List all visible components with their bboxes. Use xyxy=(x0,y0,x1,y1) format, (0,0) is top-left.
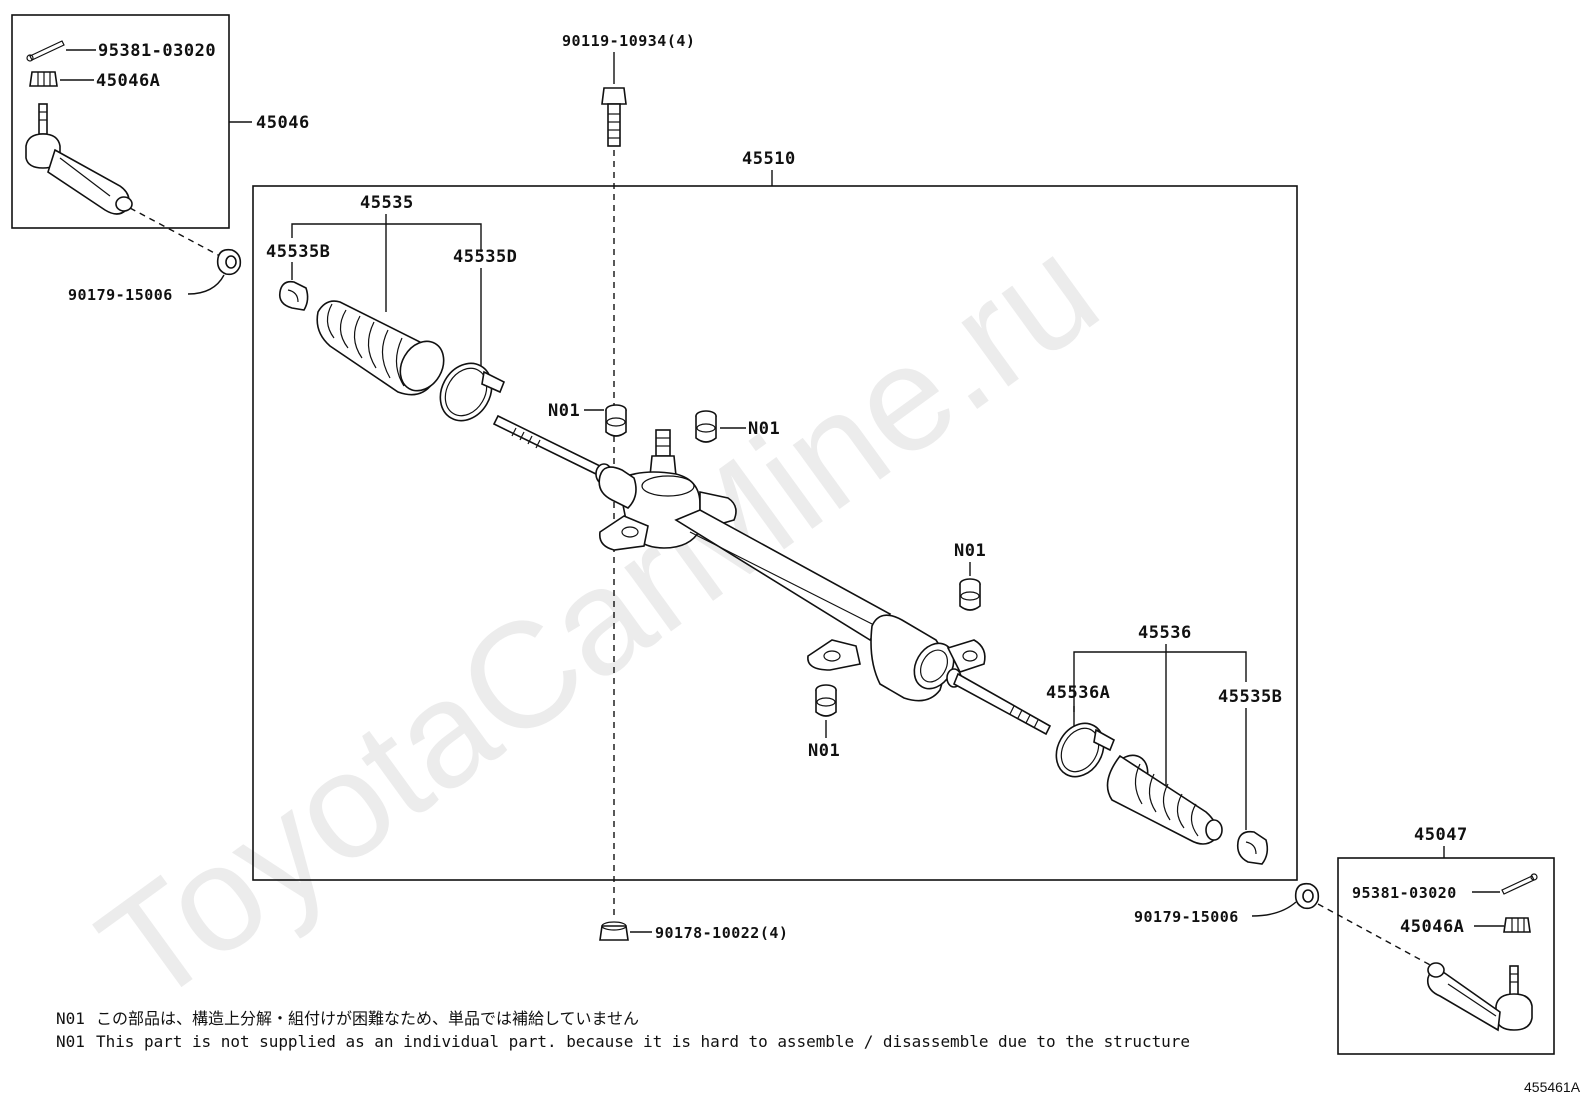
castle-nut-lh-icon xyxy=(29,71,58,87)
tie-rod-end-rh-group: 45047 95381-03020 45046A xyxy=(1337,825,1555,1055)
cotter-pin-rh-icon xyxy=(1501,873,1538,895)
clip-lh-icon xyxy=(278,280,309,311)
clamp-rh-label: 45536A xyxy=(1046,683,1110,703)
clip-rh-icon xyxy=(1236,830,1269,865)
boot-lh-icon xyxy=(316,300,445,396)
washer-rh-icon xyxy=(1294,882,1320,910)
cotter-pin-lh-label: 95381-03020 xyxy=(98,41,216,61)
inner-tie-rod-rh-icon xyxy=(946,668,1052,736)
bushing-2-icon xyxy=(695,410,717,443)
watermark: ToyotaCarMine.ru xyxy=(70,204,1126,1036)
bushing-3-label: N01 xyxy=(954,541,986,561)
castle-nut-rh-icon xyxy=(1503,917,1531,933)
note-jp-text: この部品は、構造上分解・組付けが困難なため、単品では補給していません xyxy=(96,1009,639,1028)
tie-rod-end-rh-icon xyxy=(1426,962,1533,1032)
inner-tie-rod-lh-icon xyxy=(492,414,613,485)
bushing-2-label: N01 xyxy=(748,419,780,439)
boot-rh-icon xyxy=(1106,754,1223,845)
bushing-1-label: N01 xyxy=(548,401,580,421)
notes: N01 この部品は、構造上分解・組付けが困難なため、単品では補給していません N… xyxy=(56,1009,1190,1051)
steering-gear-housing-icon xyxy=(598,429,986,702)
nut-lh-label: 45046A xyxy=(96,71,160,91)
cotter-pin-lh-icon xyxy=(26,40,65,62)
rack-assembly-box xyxy=(252,185,1298,881)
note-jp-code: N01 xyxy=(56,1009,85,1028)
tie-rod-end-lh-icon xyxy=(25,103,133,215)
tie-rod-end-lh-label: 45046 xyxy=(256,113,310,133)
cotter-pin-rh-label: 95381-03020 xyxy=(1352,884,1457,902)
nut-bottom-icon xyxy=(599,921,629,941)
tie-rod-end-lh-group: 95381-03020 45046A 45046 xyxy=(11,14,310,229)
clamp-lh-label: 45535D xyxy=(453,247,517,267)
bushing-3-icon xyxy=(959,578,981,611)
nut-rh-label: 45046A xyxy=(1400,917,1464,937)
note-en-code: N01 xyxy=(56,1032,85,1051)
figure-id: 455461A xyxy=(1524,1079,1581,1095)
tie-rod-end-rh-label: 45047 xyxy=(1414,825,1468,845)
clamp-lh-icon xyxy=(439,362,506,422)
rack-assembly-label: 45510 xyxy=(742,149,796,169)
boot-set-lh-label: 45535 xyxy=(360,193,414,213)
nut-bottom-label: 90178-10022(4) xyxy=(655,924,788,942)
clip-rh-label: 45535B xyxy=(1218,687,1282,707)
bushing-4-icon xyxy=(815,684,837,717)
washer-rh-label: 90179-15006 xyxy=(1134,908,1239,926)
bolt-top-label: 90119-10934(4) xyxy=(562,32,695,50)
tie-rod-end-rh-box xyxy=(1337,857,1555,1055)
bolt-top-icon xyxy=(601,87,627,147)
washer-lh-icon xyxy=(216,248,242,276)
washer-lh-label: 90179-15006 xyxy=(68,286,173,304)
boot-set-rh-label: 45536 xyxy=(1138,623,1192,643)
note-en-text: This part is not supplied as an individu… xyxy=(96,1032,1190,1051)
bushing-1-icon xyxy=(605,404,627,437)
clip-lh-label: 45535B xyxy=(266,242,330,262)
bushing-4-label: N01 xyxy=(808,741,840,761)
clamp-rh-icon xyxy=(1055,722,1116,778)
